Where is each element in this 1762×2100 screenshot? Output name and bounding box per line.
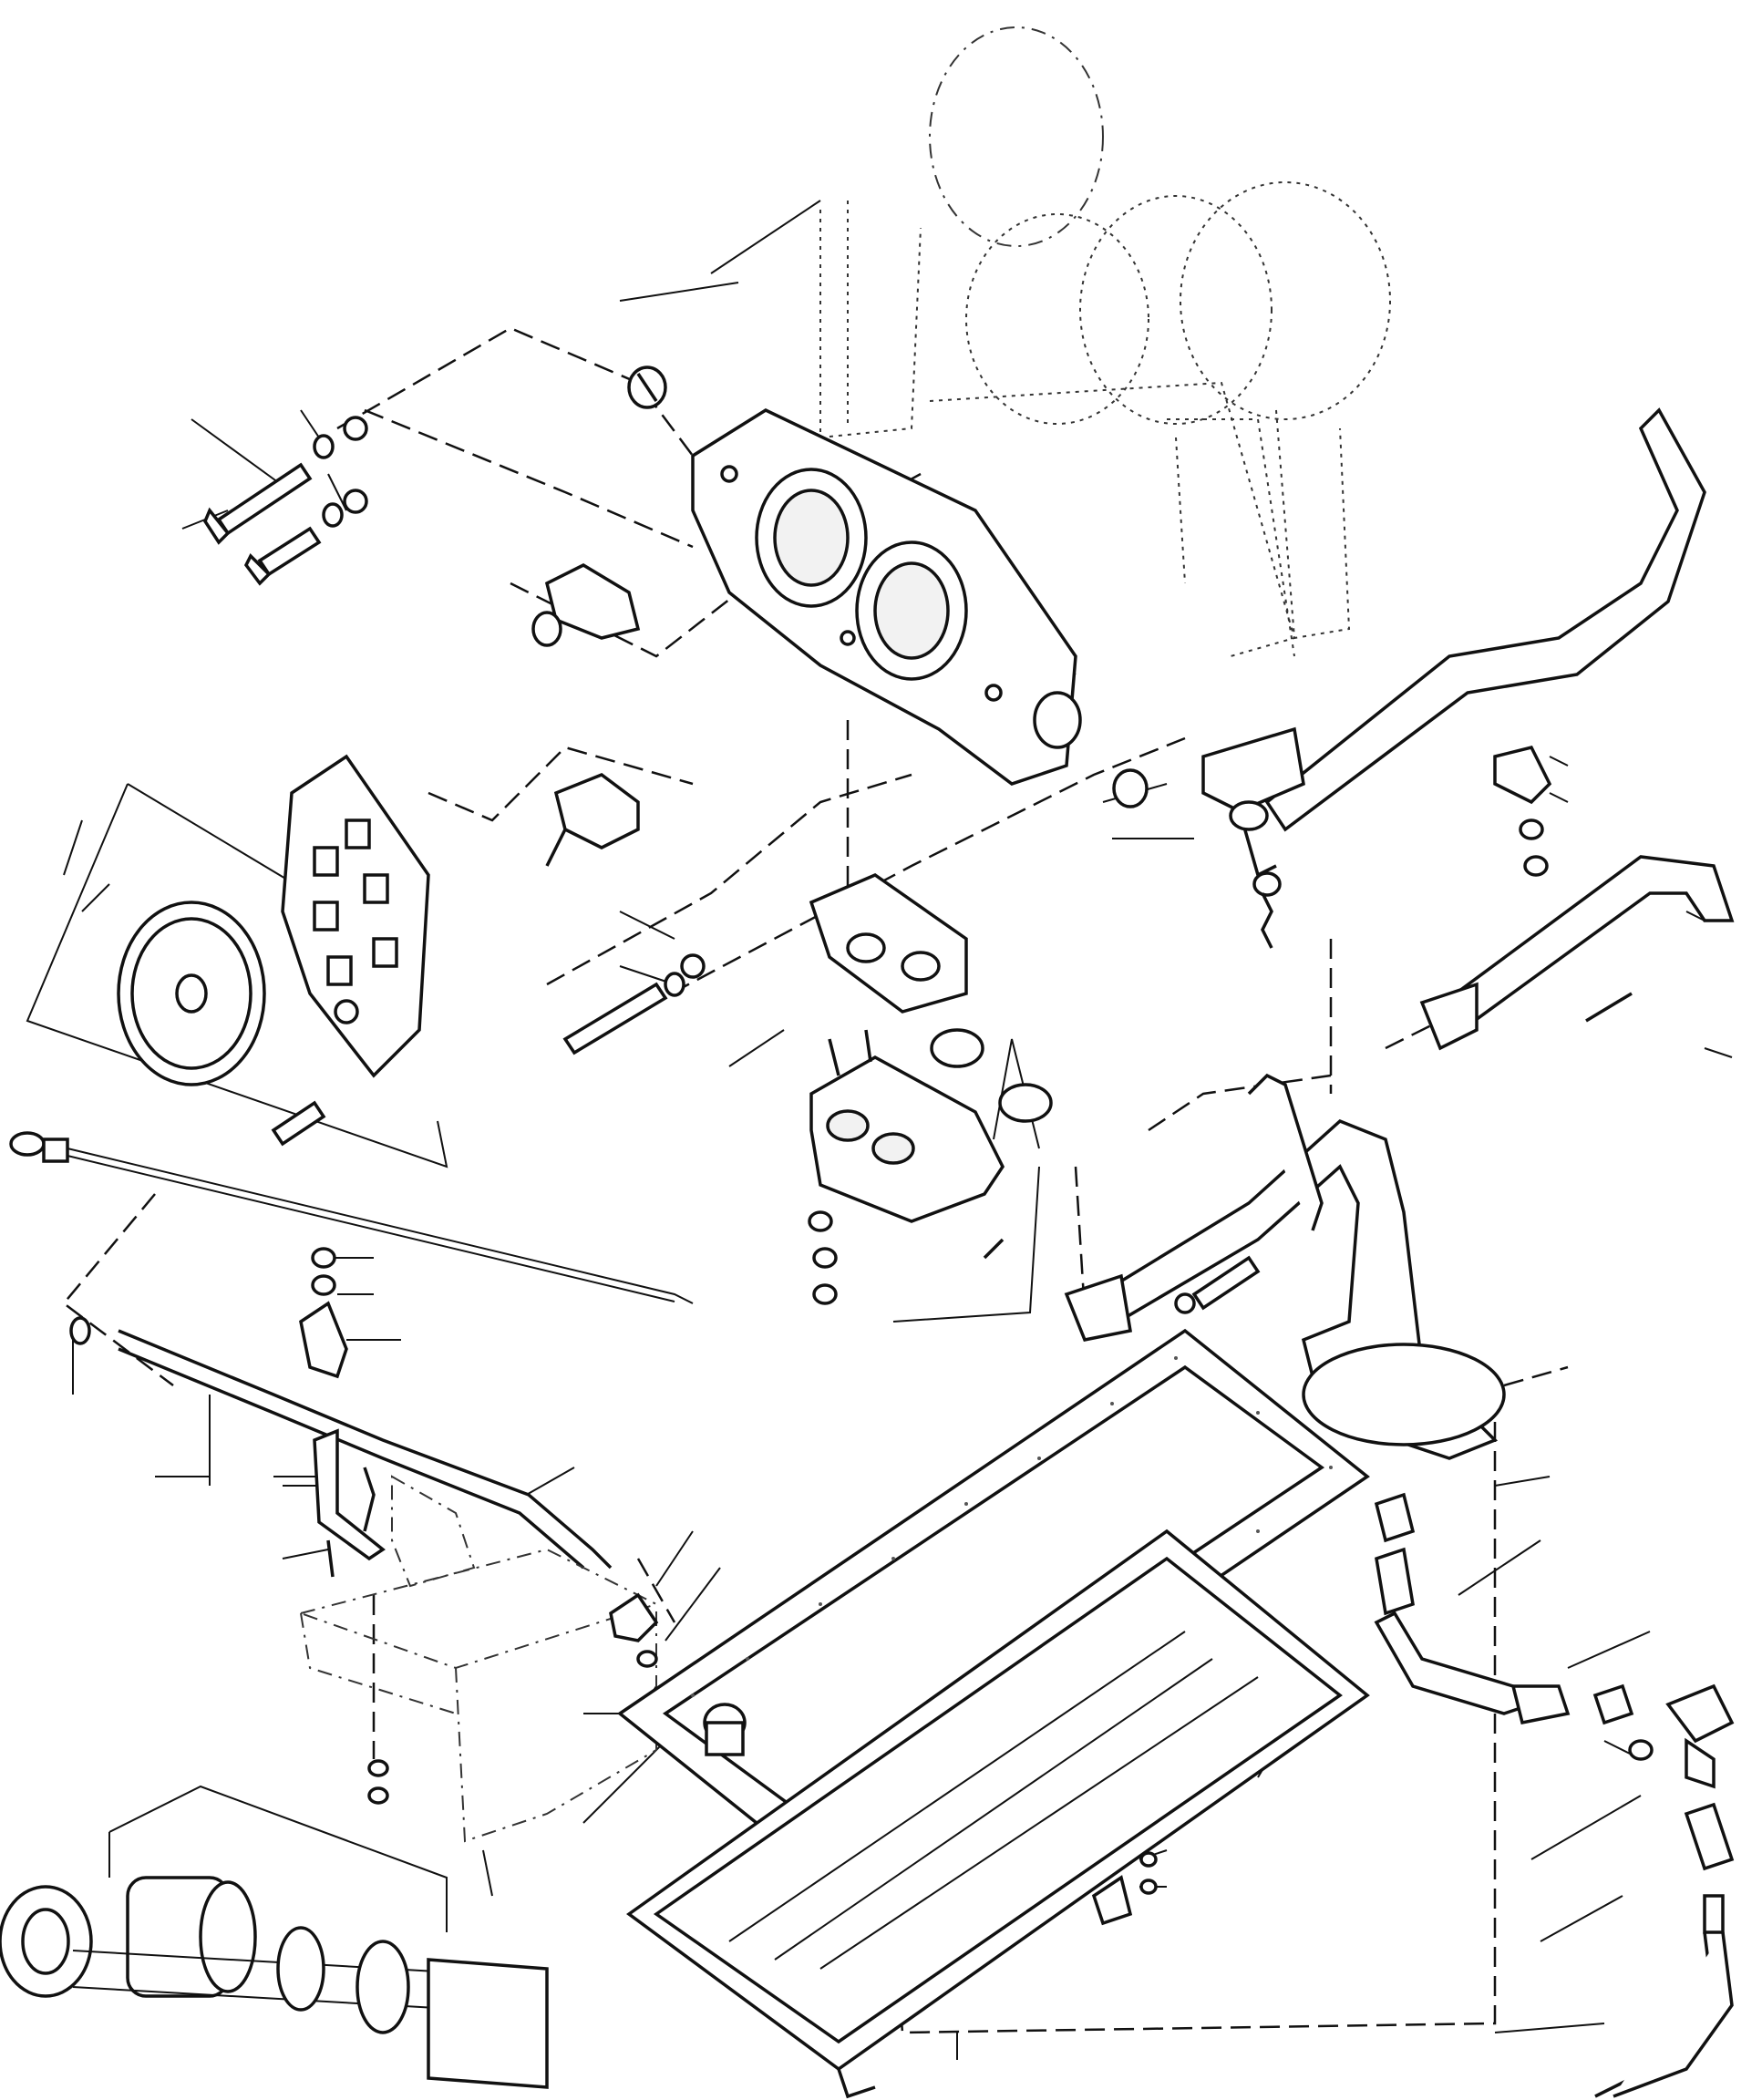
drive-gear-upper	[531, 563, 641, 647]
engine-block-outline	[819, 26, 1391, 657]
detail-inset	[0, 1785, 549, 2089]
drive-gear-lower	[545, 773, 640, 867]
bolt-cover	[271, 999, 359, 1147]
oil-pump-housing	[691, 408, 1082, 786]
nuts-bottom-left	[367, 1759, 389, 1805]
gaskets-valve	[930, 1028, 1053, 1123]
oil-pan-gasket	[617, 1328, 1370, 1862]
bolt-long	[562, 953, 706, 1055]
bolt-flange	[1252, 871, 1282, 949]
pipe-right	[1419, 855, 1735, 1051]
bracket-angle	[313, 1428, 386, 1578]
sprocket-gear	[117, 901, 266, 1086]
small-nuts-valve	[808, 1210, 1005, 1305]
engine-mount-outline	[297, 1475, 659, 1843]
washer-set-top	[313, 416, 368, 528]
bolt-top-2	[243, 526, 322, 586]
gasket-intermediate	[809, 873, 968, 1014]
oil-pan-bolts	[1139, 1851, 1158, 1895]
oil-pan	[626, 1529, 1370, 2099]
washer-tube	[69, 1316, 91, 1345]
oil-pressure-line	[1374, 1492, 1735, 2098]
clip-bracket	[1493, 745, 1552, 877]
oil-strainer	[1064, 1073, 1506, 1460]
dipstick-guide-tube	[118, 1329, 613, 1570]
dipstick	[9, 1131, 694, 1304]
bolt-top-1	[203, 462, 313, 545]
union-nut	[609, 1592, 659, 1668]
clamp	[299, 1247, 348, 1379]
suction-pipe-upper	[1201, 407, 1706, 878]
plug	[627, 365, 667, 409]
plug-right	[1112, 768, 1149, 808]
bolt-strainer	[1174, 1255, 1261, 1314]
pump-cover-plate	[281, 754, 430, 1078]
drain-plug	[703, 1703, 747, 1756]
relief-valve-body	[809, 1029, 1005, 1223]
